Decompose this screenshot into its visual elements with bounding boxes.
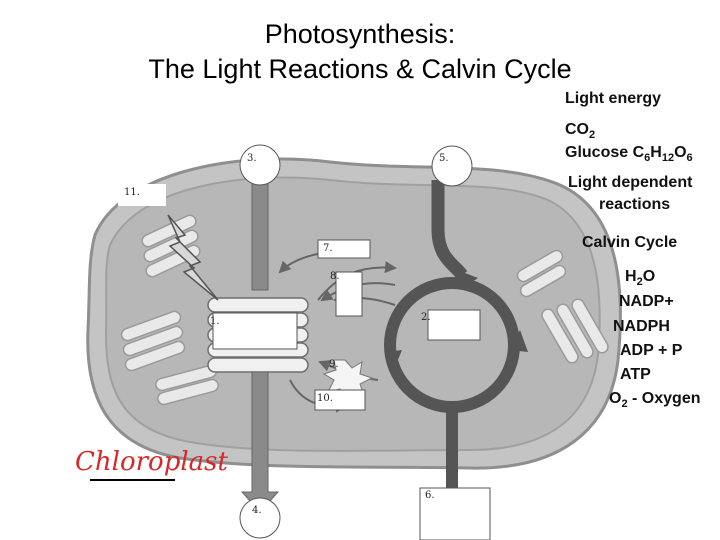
arrow-water-in (251, 174, 269, 291)
label-10: 10. (317, 393, 333, 404)
answer-boxes (118, 144, 491, 540)
label-3: 3. (247, 153, 257, 164)
label-6: 6. (425, 490, 435, 501)
box-8 (335, 271, 363, 317)
thylakoid-stacks-right (516, 249, 609, 364)
term-o2: O2 - Oxygen (609, 390, 701, 411)
lightning-bolt (167, 214, 219, 301)
term-co2: CO2 (565, 121, 596, 142)
term-light-dependent-2: reactions (599, 196, 671, 213)
label-1: 1. (210, 316, 220, 327)
box-3 (239, 144, 281, 186)
label-7: 7. (323, 243, 333, 254)
box-2 (427, 309, 481, 341)
term-glucose: Glucose C6H12O6 (565, 144, 693, 165)
term-nadp-plus: NADP+ (619, 293, 674, 310)
term-nadph: NADPH (613, 318, 670, 335)
label-4: 4. (252, 505, 262, 516)
box-11 (118, 184, 166, 206)
label-5: 5. (439, 153, 449, 164)
title-line-2: The Light Reactions & Calvin Cycle (148, 54, 572, 84)
term-atp: ATP (620, 366, 651, 383)
label-9: 9. (329, 359, 339, 370)
box-7 (317, 239, 371, 259)
arrow-glucose-out (436, 405, 468, 510)
term-adp-p: ADP + P (620, 342, 683, 359)
term-light-dependent-1: Light dependent (568, 174, 693, 191)
box-1 (212, 312, 298, 350)
box-4 (239, 497, 281, 539)
chloroplast-label: Chloroplast (75, 447, 228, 477)
box-6 (419, 487, 491, 540)
term-h2o: H2O (625, 268, 656, 289)
box-10 (314, 389, 366, 411)
box-5 (431, 145, 473, 187)
title-line-1: Photosynthesis: (264, 19, 456, 49)
label-2: 2. (421, 312, 431, 323)
label-8: 8. (330, 271, 340, 282)
term-light-energy: Light energy (565, 90, 662, 107)
label-11: 11. (124, 187, 140, 198)
term-calvin-cycle: Calvin Cycle (582, 234, 678, 251)
